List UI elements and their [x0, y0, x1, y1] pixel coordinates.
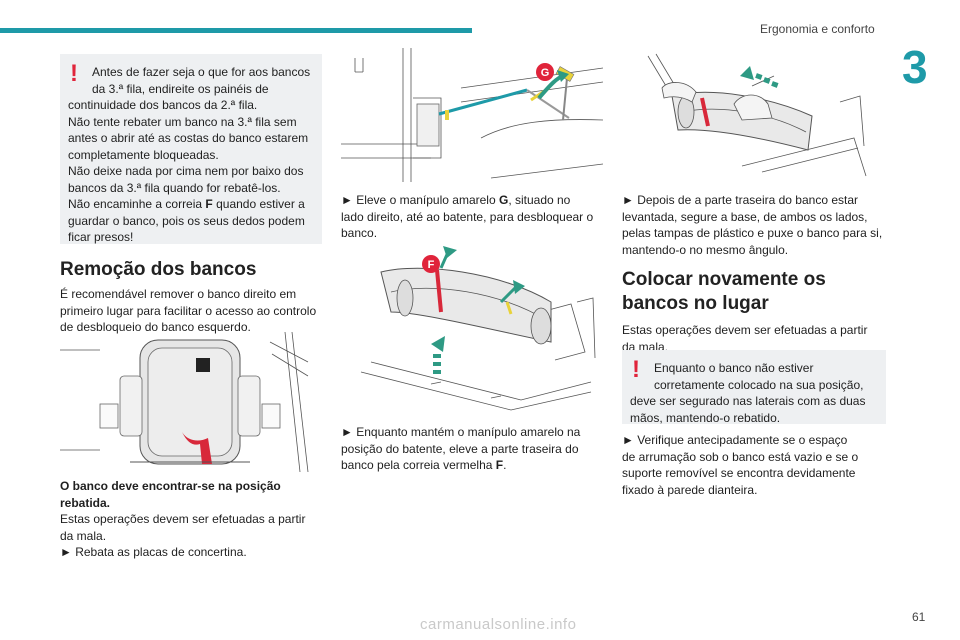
caption-line: Estas operações devem ser efetuadas a pa… — [60, 512, 306, 526]
warning-icon: ! — [70, 60, 78, 87]
step2-line: ► Enquanto mantém o manípulo amarelo na — [341, 425, 581, 439]
step4-line: de arrumação sob o banco está vazio e se… — [622, 449, 859, 464]
step1-line: lado direito, até ao batente, para desbl… — [341, 209, 594, 224]
warning-icon: ! — [632, 356, 640, 383]
warning-box-reinstall: ! Enquanto o banco não estiver corretame… — [622, 350, 886, 425]
figure-folded-seat — [60, 332, 309, 472]
step4-text: ► Verifique antecipadamente se o espaço … — [622, 432, 886, 498]
warning-line: Não deixe nada por cima nem por baixo do… — [68, 164, 304, 178]
header-accent-bar — [0, 28, 472, 33]
step3-line: ► Depois de a parte traseira do banco es… — [622, 193, 859, 207]
caption-bold-line: O banco deve encontrar-se na posição — [60, 479, 281, 493]
watermark: carmanualsonline.info — [420, 616, 577, 633]
warning-line: Não encaminhe a correia F quando estiver… — [68, 197, 305, 211]
step2-text: ► Enquanto mantém o manípulo amarelo na … — [341, 424, 603, 474]
figure-yellow-handle: G — [341, 48, 603, 182]
step2-line: posição do batente, eleve a parte trasei… — [341, 441, 579, 456]
warning-line: Antes de fazer seja o que for aos bancos — [92, 65, 311, 79]
step1-text: ► Eleve o manípulo amarelo G, situado no… — [341, 192, 603, 242]
warning-line: ficar presos! — [68, 230, 134, 244]
caption-line: da mala. — [60, 528, 107, 543]
intro-line: primeiro lugar para facilitar o acesso a… — [60, 303, 317, 318]
step3-line: pelas tampas de plástico e puxe o banco … — [622, 226, 883, 240]
warning-line: completamente bloqueadas. — [68, 147, 219, 162]
warning-line: da 3.ª fila, endireite os painéis de — [92, 81, 269, 96]
step1-line: banco. — [341, 226, 378, 240]
warning-line: bancos da 3.ª fila quando for rebatê-los… — [68, 180, 281, 195]
step1-line: ► Eleve o manípulo amarelo G, situado no — [341, 193, 571, 207]
heading-removal: Remoção dos bancos — [60, 259, 257, 280]
step3-text: ► Depois de a parte traseira do banco es… — [622, 192, 886, 258]
warning-line: Enquanto o banco não estiver — [654, 361, 814, 375]
figure-red-strap: F — [360, 246, 596, 411]
heading-reinstall-line: bancos no lugar — [622, 293, 769, 314]
step4-line: fixado à parede dianteira. — [622, 482, 758, 497]
heading-reinstall-line: Colocar novamente os — [622, 269, 826, 290]
warning-line: guardar o banco, pois os seus dedos pode… — [68, 213, 305, 228]
section-title: Ergonomia e conforto — [760, 22, 875, 36]
warning-line: mãos, mantendo-o rebatido. — [630, 410, 781, 425]
folded-caption: O banco deve encontrar-se na posição reb… — [60, 478, 322, 561]
warning-line: continuidade dos bancos da 2.ª fila. — [68, 98, 258, 112]
intro-line: Estas operações devem ser efetuadas a pa… — [622, 323, 868, 337]
intro-line: de desbloqueio do banco esquerdo. — [60, 320, 251, 334]
label-f: F — [428, 259, 435, 271]
warning-line: deve ser segurado nas laterais com as du… — [630, 394, 866, 408]
page-number: 61 — [912, 610, 926, 624]
step4-line: ► Verifique antecipadamente se o espaço — [622, 433, 848, 447]
figure-pull-seat — [647, 53, 867, 177]
step3-line: mantendo-o no mesmo ângulo. — [622, 242, 789, 257]
step2-line: banco pela correia vermelha F. — [341, 458, 507, 472]
intro-line: É recomendável remover o banco direito e… — [60, 287, 297, 301]
step3-line: levantada, segure a base, de ambos os la… — [622, 209, 868, 224]
warning-line: corretamente colocado na sua posição, — [654, 377, 864, 392]
label-g: G — [541, 67, 550, 79]
warning-box-removal: ! Antes de fazer seja o que for aos banc… — [60, 54, 322, 244]
caption-line: ► Rebata as placas de concertina. — [60, 545, 247, 559]
caption-bold-line: rebatida. — [60, 495, 111, 510]
warning-line: Não tente rebater um banco na 3.ª fila s… — [68, 114, 297, 129]
warning-line: antes o abrir até as costas do banco est… — [68, 131, 309, 145]
chapter-number: 3 — [902, 41, 928, 93]
reinstall-section: Colocar novamente os bancos no lugar Est… — [622, 268, 886, 355]
step4-line: suporte removível se encontra devidament… — [622, 466, 856, 480]
removal-section: Remoção dos bancos É recomendável remove… — [60, 258, 322, 336]
